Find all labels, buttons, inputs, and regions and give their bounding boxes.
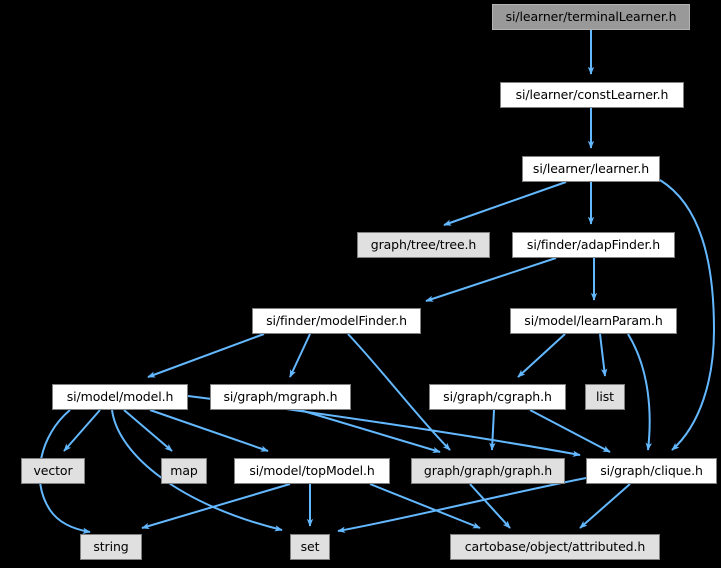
graph-node-label: si/finder/adapFinder.h <box>526 236 661 252</box>
graph-node-modelFinder[interactable]: si/finder/modelFinder.h <box>252 308 421 334</box>
graph-node-vector[interactable]: vector <box>21 458 85 484</box>
graph-node-model[interactable]: si/model/model.h <box>52 384 188 410</box>
graph-node-label: vector <box>33 462 73 478</box>
graph-node-label: graph/tree/tree.h <box>370 236 477 252</box>
edge-modelFinder-to-model <box>147 333 265 378</box>
edge-modelFinder-to-mgraph <box>289 333 311 378</box>
graph-node-map[interactable]: map <box>161 458 207 484</box>
graph-node-label: si/learner/learner.h <box>532 160 650 176</box>
graph-node-topModel[interactable]: si/model/topModel.h <box>234 458 390 484</box>
edge-model-to-vector <box>63 409 101 452</box>
graph-node-string[interactable]: string <box>80 534 142 560</box>
graph-node-terminalLearner[interactable]: si/learner/terminalLearner.h <box>492 4 690 30</box>
graph-node-label: set <box>300 538 320 554</box>
edge-graphgraph-to-attributed <box>469 483 511 529</box>
graph-node-learnParam[interactable]: si/model/learnParam.h <box>510 308 677 334</box>
graph-node-label: si/model/learnParam.h <box>524 312 663 328</box>
graph-node-label: si/graph/cgraph.h <box>443 388 552 404</box>
graph-node-attributed[interactable]: cartobase/object/attributed.h <box>450 534 660 560</box>
graph-node-list[interactable]: list <box>585 384 625 410</box>
graph-node-tree[interactable]: graph/tree/tree.h <box>357 232 490 258</box>
edge-learnParam-to-cgraph <box>517 333 566 378</box>
graph-node-label: list <box>596 388 614 404</box>
graph-node-graphgraph[interactable]: graph/graph/graph.h <box>411 458 565 484</box>
graph-node-label: si/graph/mgraph.h <box>223 388 338 404</box>
graph-node-clique[interactable]: si/graph/clique.h <box>586 458 717 484</box>
graph-node-learner[interactable]: si/learner/learner.h <box>522 156 660 182</box>
graph-node-label: si/learner/terminalLearner.h <box>505 8 677 24</box>
edge-model-to-string <box>38 409 91 534</box>
edge-learnParam-to-clique <box>627 333 652 451</box>
edge-clique-to-attributed <box>579 483 631 529</box>
graph-node-label: si/learner/constLearner.h <box>515 86 669 102</box>
edge-topModel-to-attributed <box>369 483 481 529</box>
graph-node-set[interactable]: set <box>290 534 330 560</box>
edge-cgraph-to-graphgraph <box>489 409 496 451</box>
edge-topModel-to-string <box>141 483 291 530</box>
edge-clique-to-set <box>337 477 587 533</box>
edge-model-to-topModel <box>149 409 269 452</box>
graph-node-mgraph[interactable]: si/graph/mgraph.h <box>210 384 351 410</box>
edge-model-to-map <box>123 409 173 452</box>
edge-modelFinder-to-graphgraph <box>347 333 451 451</box>
graph-node-label: graph/graph/graph.h <box>423 462 553 478</box>
graph-node-label: string <box>93 538 129 554</box>
graph-node-cgraph[interactable]: si/graph/cgraph.h <box>429 384 566 410</box>
edge-learner-to-clique <box>659 179 716 451</box>
graph-node-label: si/model/model.h <box>66 388 174 404</box>
edge-adapFinder-to-modelFinder <box>425 257 557 302</box>
graph-node-label: map <box>170 462 198 478</box>
graph-node-label: si/model/topModel.h <box>249 462 375 478</box>
graph-node-label: cartobase/object/attributed.h <box>464 538 646 554</box>
graph-node-label: si/finder/modelFinder.h <box>266 312 407 328</box>
edge-learnParam-to-list <box>599 333 608 377</box>
edge-learner-to-tree <box>443 181 567 226</box>
edge-cgraph-to-clique <box>529 409 611 453</box>
graph-node-constLearner[interactable]: si/learner/constLearner.h <box>500 82 684 108</box>
graph-node-label: si/graph/clique.h <box>600 462 703 478</box>
edge-mgraph-to-graphgraph <box>299 409 441 453</box>
graph-node-adapFinder[interactable]: si/finder/adapFinder.h <box>512 232 675 258</box>
